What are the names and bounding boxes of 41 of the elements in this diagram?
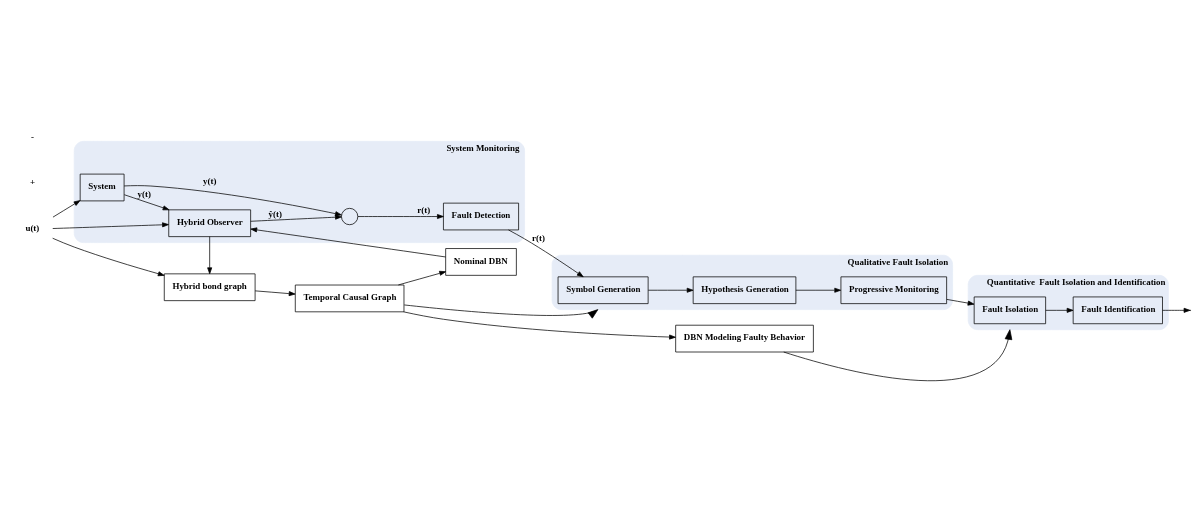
arrow: [795, 287, 842, 293]
arrow: [52, 222, 169, 229]
arrow: [250, 214, 342, 222]
arrow: [357, 214, 444, 219]
node-box: Nominal DBN: [445, 248, 517, 276]
arrow: [250, 227, 446, 258]
node-box: Fault Identification: [1072, 296, 1163, 325]
arrow: [398, 270, 447, 286]
arrow: [783, 329, 1013, 381]
node-text: u(t): [25, 222, 40, 233]
node-box: System: [79, 173, 125, 202]
node-box: Hypothesis Generation: [692, 276, 797, 304]
node-box: Fault Detection: [443, 202, 519, 231]
arrow: [403, 311, 676, 340]
edge-label: y(t): [202, 176, 217, 187]
arrow: [207, 236, 213, 275]
node-box: Hybrid Observer: [168, 209, 251, 237]
label: +: [29, 177, 36, 188]
arrow: [254, 290, 296, 297]
arrow: [508, 229, 584, 278]
arrow: [647, 287, 694, 293]
arrow: [946, 299, 975, 306]
node-box: Symbol Generation: [557, 276, 649, 304]
node-box: Hybrid bond graph: [163, 273, 256, 301]
arrow: [52, 200, 81, 218]
arrow: [403, 304, 599, 319]
arrow: [123, 194, 170, 211]
node-box: Temporal Causal Graph: [294, 284, 405, 313]
arrow: [1045, 307, 1074, 313]
edge-label: ŷ(t): [268, 208, 282, 219]
edge-label: r(t): [532, 232, 545, 243]
arrow: [1162, 307, 1191, 313]
edge-label: y(t): [137, 188, 151, 199]
arrow: [123, 185, 342, 217]
node-circle: [341, 208, 359, 226]
arrow: [52, 237, 165, 277]
label: -: [31, 131, 35, 142]
edge-label: r(t): [417, 205, 431, 216]
node-box: Fault Isolation: [973, 296, 1046, 325]
node-box: DBN Modeling Faulty Behavior: [675, 324, 814, 353]
node-box: Progressive Monitoring: [840, 276, 947, 304]
